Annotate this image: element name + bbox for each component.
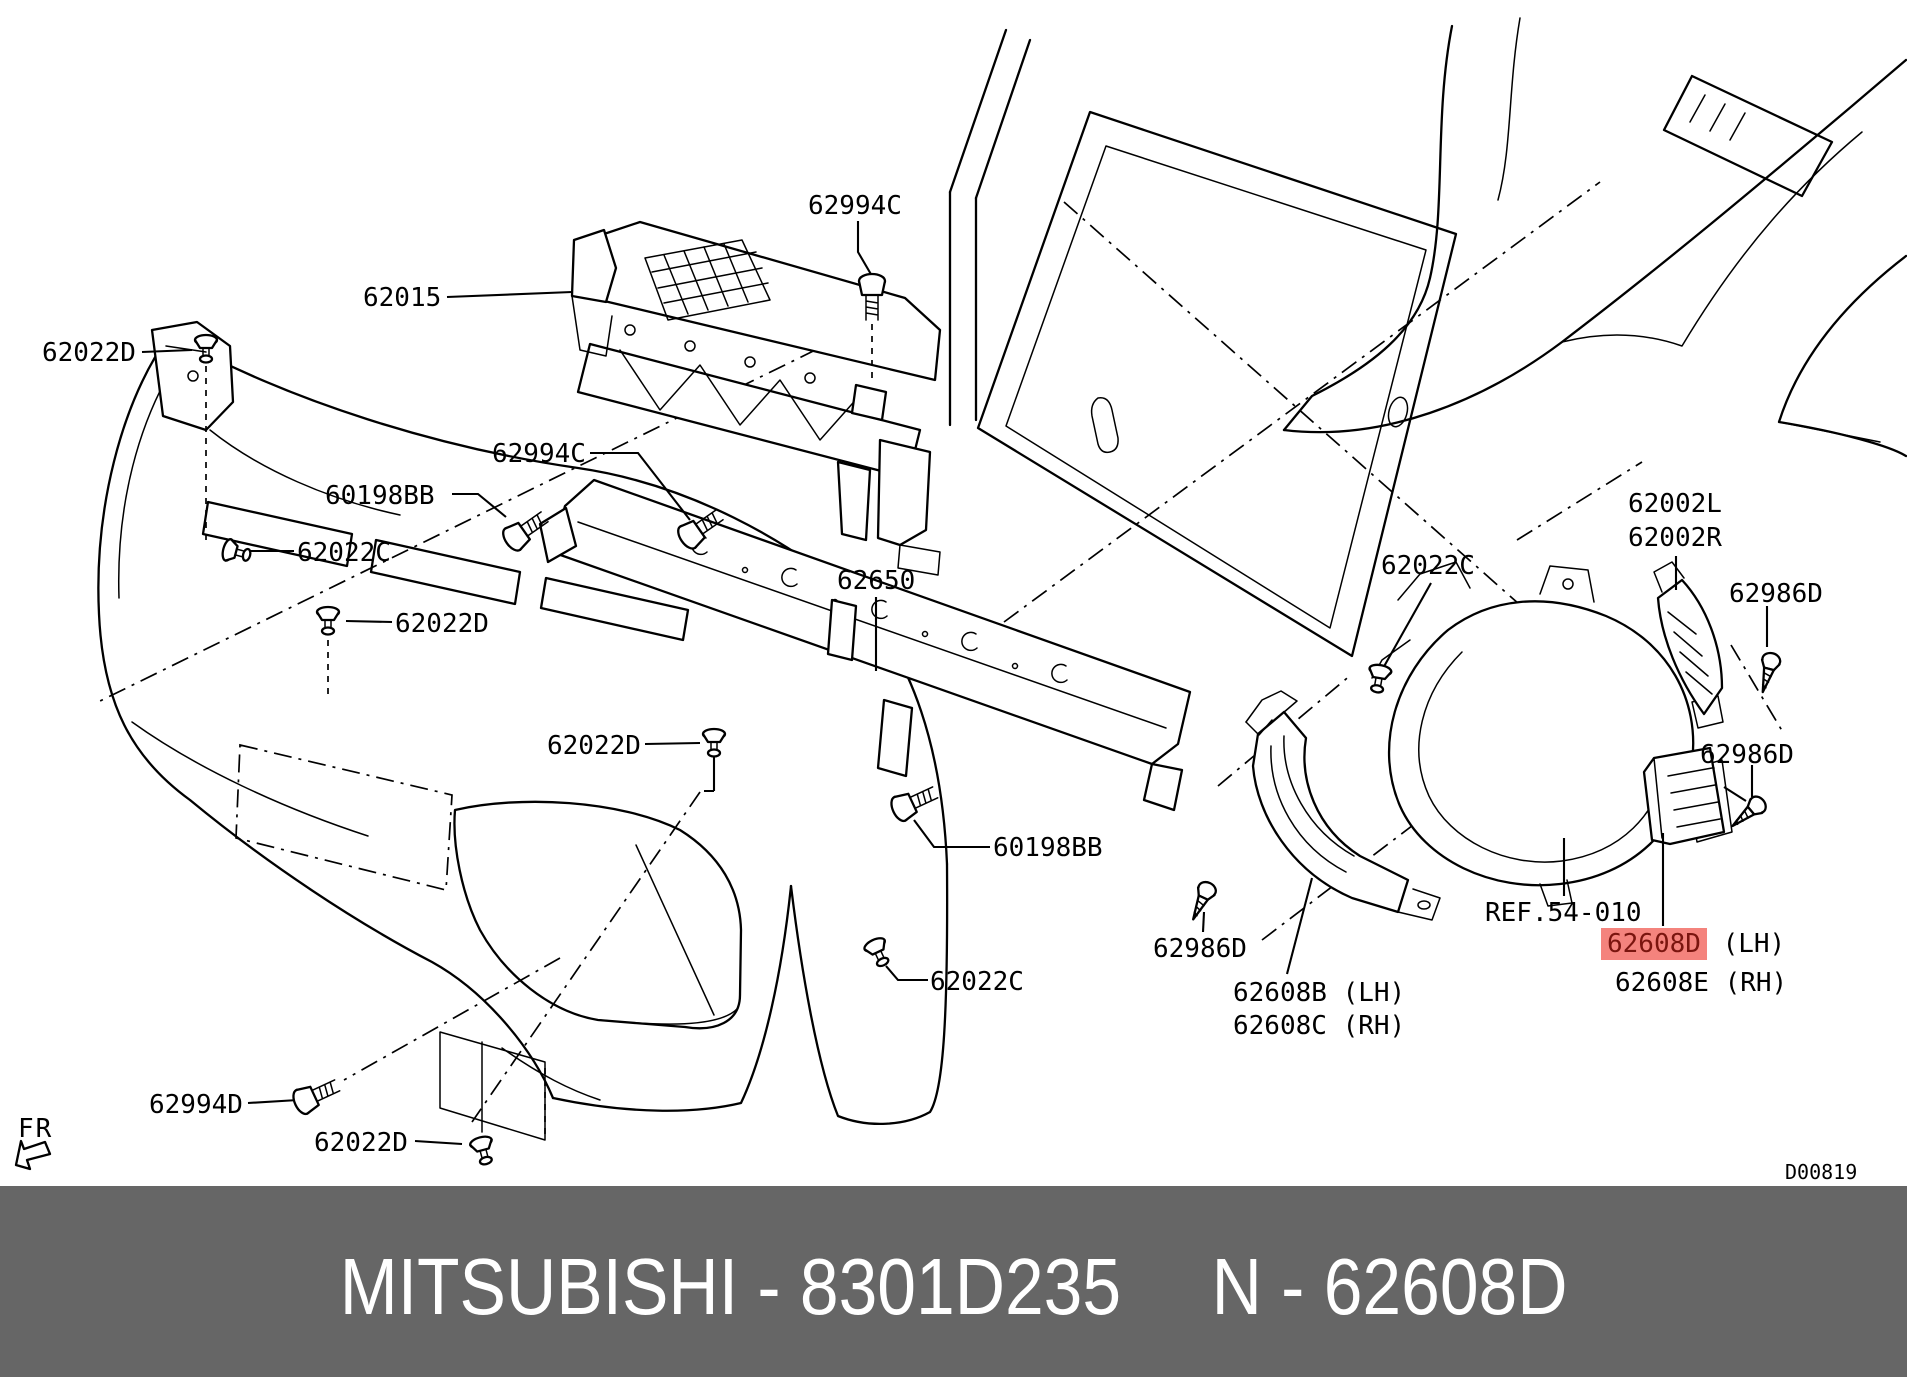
footer-brand-part: MITSUBISHI - 8301D235: [339, 1241, 1121, 1331]
radiator-support-art: [948, 28, 1458, 658]
grille-bracket-art: [1653, 561, 1724, 716]
air-duct-art: [1245, 690, 1441, 921]
drawing-code: D00819: [1785, 1160, 1858, 1184]
part-callout-62022C[interactable]: 62022C: [1381, 551, 1475, 581]
highlight-badge: 62608D: [1601, 928, 1707, 960]
footer-catalog-ref: N - 62608D: [1211, 1241, 1568, 1331]
screw-icon: [1731, 795, 1767, 828]
fr-arrow-icon: [14, 1139, 52, 1171]
part-callout-62608B[interactable]: 62608B (LH): [1233, 978, 1406, 1008]
leader-lines: [141, 221, 1769, 1146]
part-callout-60198BB[interactable]: 60198BB: [325, 481, 435, 511]
fog-lamp-art: [1371, 561, 1724, 907]
bolt-icon: [857, 272, 887, 321]
screw-icon: [1760, 651, 1782, 694]
part-callout-62022D[interactable]: 62022D: [395, 609, 489, 639]
clip-icon: [193, 333, 219, 364]
part-callout-62022D[interactable]: 62022D: [314, 1128, 408, 1158]
part-callout-62015[interactable]: 62015: [363, 283, 442, 313]
bumper-beam-art: [538, 478, 1192, 812]
part-callout-62986D[interactable]: 62986D: [1729, 579, 1823, 609]
part-callout-62002R[interactable]: 62002R: [1628, 523, 1722, 553]
part-callout-62994D[interactable]: 62994D: [149, 1090, 243, 1120]
part-callout-62022C[interactable]: 62022C: [930, 967, 1024, 997]
part-callout-62022C[interactable]: 62022C: [297, 538, 391, 568]
part-callout-62650[interactable]: 62650: [837, 566, 916, 596]
footer-text: MITSUBISHI - 8301D235 N - 62608D: [340, 1241, 1568, 1333]
front-bumper-art: [97, 320, 949, 1141]
clip-icon: [469, 1135, 493, 1166]
part-callout-62002L[interactable]: 62002L: [1628, 489, 1722, 519]
part-callout-62608C[interactable]: 62608C (RH): [1233, 1011, 1406, 1041]
part-callout-62022D[interactable]: 62022D: [42, 338, 136, 368]
part-callout-62994C[interactable]: 62994C: [808, 191, 902, 221]
clip-icon: [315, 605, 341, 636]
clip-icon: [1368, 663, 1393, 694]
bumper-bracket-art: [1642, 746, 1733, 846]
fr-direction-label: FR: [18, 1114, 54, 1144]
part-callout-62986D[interactable]: 62986D: [1700, 740, 1794, 770]
body-side-art: [1282, 17, 1907, 458]
part-callout-62608E[interactable]: 62608E (RH): [1615, 968, 1788, 998]
bolt-icon: [502, 511, 549, 552]
clip-icon: [863, 937, 890, 968]
exploded-diagram-art: [14, 17, 1907, 1171]
clip-icon: [701, 727, 727, 758]
part-callout-62022D[interactable]: 62022D: [547, 731, 641, 761]
part-callout-62986D[interactable]: 62986D: [1153, 934, 1247, 964]
footer-bar: MITSUBISHI - 8301D235 N - 62608D: [0, 1186, 1907, 1377]
bolt-icon: [292, 1079, 341, 1116]
bolt-icon: [890, 786, 939, 823]
part-callout-60198BB[interactable]: 60198BB: [993, 833, 1103, 863]
fasteners: [193, 272, 1782, 1166]
upper-support-art: [570, 220, 942, 576]
ref-callout[interactable]: REF.54-010: [1485, 898, 1642, 928]
part-callout-62608D-highlighted[interactable]: 62608D (LH): [1601, 928, 1785, 960]
screw-icon: [1192, 880, 1217, 921]
bolt-icon: [677, 509, 724, 550]
clip-icon: [221, 538, 252, 562]
part-callout-62994C[interactable]: 62994C: [492, 439, 586, 469]
